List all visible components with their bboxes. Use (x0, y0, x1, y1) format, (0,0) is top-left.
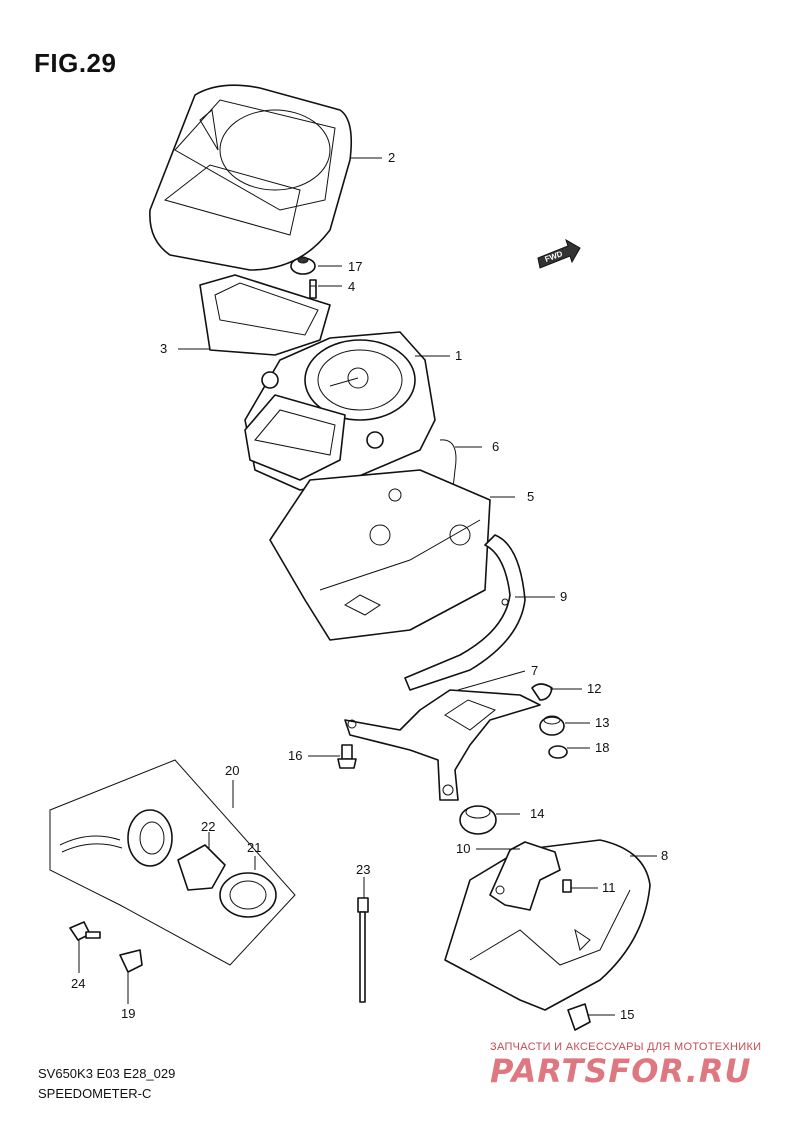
callout-2: 2 (388, 150, 395, 165)
figure-title: FIG.29 (34, 48, 117, 78)
part-15-clip (567, 1003, 591, 1031)
callout-10: 10 (456, 841, 470, 856)
callout-22: 22 (201, 819, 215, 834)
part-20-socket (59, 809, 173, 867)
callout-21: 21 (247, 840, 261, 855)
callout-13: 13 (595, 715, 609, 730)
watermark-logo: PARTSFOR.RU (490, 1052, 752, 1090)
part-16-bolt (337, 744, 357, 769)
callout-16: 16 (288, 748, 302, 763)
model-code: SV650K3 E03 E28_029 (38, 1066, 176, 1081)
callout-4: 4 (348, 279, 355, 294)
part-24-screw (69, 921, 101, 941)
part-7-bracket (344, 689, 541, 801)
part-2-meter-cover (149, 84, 353, 271)
callout-12: 12 (587, 681, 601, 696)
callout-6: 6 (492, 439, 499, 454)
callout-18: 18 (595, 740, 609, 755)
part-20-bulb-set-outline (49, 759, 296, 966)
fwd-arrow-badge: FWD (537, 238, 581, 269)
part-10-bracket (489, 841, 561, 911)
watermark-caption: ЗАПЧАСТИ И АКСЕССУАРЫ ДЛЯ МОТОТЕХНИКИ (490, 1041, 762, 1053)
part-23-tie-band (357, 897, 369, 1003)
callout-11: 11 (602, 880, 616, 895)
callout-8: 8 (661, 848, 668, 863)
section-name: SPEEDOMETER-C (38, 1086, 152, 1101)
callout-9: 9 (560, 589, 567, 604)
part-18-collar (548, 745, 568, 759)
part-9-cover-strip (404, 534, 526, 691)
part-13-grommet (539, 715, 565, 736)
part-3-lens (199, 274, 331, 356)
callout-19: 19 (121, 1006, 135, 1021)
callout-7: 7 (531, 663, 538, 678)
callout-15: 15 (620, 1007, 634, 1022)
part-5-meter-case (269, 469, 491, 641)
callout-20: 20 (225, 763, 239, 778)
callout-14: 14 (530, 806, 544, 821)
callout-5: 5 (527, 489, 534, 504)
callout-1: 1 (455, 348, 462, 363)
callout-24: 24 (71, 976, 85, 991)
part-12-clip (531, 683, 553, 701)
callout-3: 3 (160, 341, 167, 356)
part-19-clip (119, 949, 143, 973)
part-1-speedometer-assembly (244, 331, 436, 491)
part-11-screw (562, 879, 572, 893)
part-4-screw (309, 279, 317, 299)
part-14-cushion (459, 805, 497, 835)
callout-23: 23 (356, 862, 370, 877)
callout-17: 17 (348, 259, 362, 274)
leader-lines (78, 157, 657, 1016)
part-17-grommet (290, 256, 316, 275)
part-21-ring (219, 872, 277, 918)
part-22-bulb (177, 844, 226, 891)
